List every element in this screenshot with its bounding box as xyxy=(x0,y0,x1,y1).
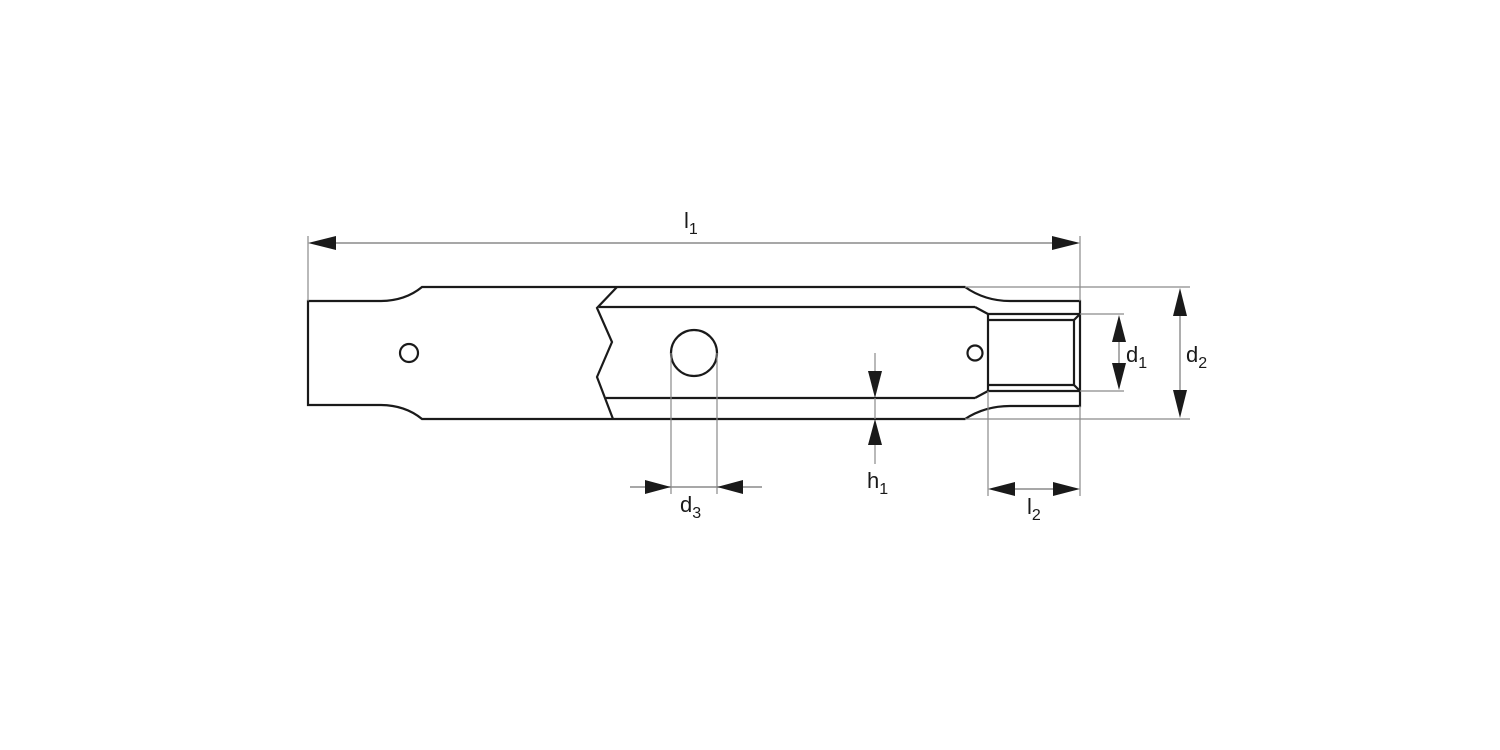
label-l2: l2 xyxy=(1027,494,1041,524)
dimension-d2: d2 xyxy=(965,286,1207,420)
arrow-right-icon xyxy=(1052,236,1080,250)
label-d3: d3 xyxy=(680,492,701,522)
arrow-up-icon xyxy=(868,419,882,445)
part-body xyxy=(306,285,1082,421)
dimension-l2: l2 xyxy=(987,391,1081,524)
dimension-h1: h1 xyxy=(867,353,888,498)
label-h1: h1 xyxy=(867,468,888,498)
arrow-down-icon xyxy=(1112,363,1126,390)
dimension-d3: d3 xyxy=(630,353,762,522)
socket-chamfer-bottom xyxy=(1073,384,1081,392)
label-l1: l1 xyxy=(684,208,698,238)
dimension-d1: d1 xyxy=(1080,313,1147,392)
arrow-down-icon xyxy=(1173,390,1187,418)
dimension-l1: l1 xyxy=(307,208,1081,301)
arrow-right-icon xyxy=(645,480,671,494)
arrow-left-icon xyxy=(988,482,1015,496)
arrow-down-icon xyxy=(868,371,882,398)
arrow-up-icon xyxy=(1173,288,1187,316)
pin-hole-left xyxy=(398,342,420,364)
label-d2: d2 xyxy=(1186,342,1207,372)
arrow-up-icon xyxy=(1112,315,1126,342)
label-d1: d1 xyxy=(1126,342,1147,372)
arrow-left-icon xyxy=(717,480,743,494)
arrow-left-icon xyxy=(308,236,336,250)
pin-hole-right xyxy=(966,344,984,362)
bore-chamfer-bottom xyxy=(974,390,989,399)
socket-chamfer-top xyxy=(1073,313,1081,321)
break-line xyxy=(595,286,618,420)
arrow-right-icon xyxy=(1053,482,1080,496)
bore-chamfer-top xyxy=(974,306,989,315)
cross-hole-d3 xyxy=(669,328,719,378)
